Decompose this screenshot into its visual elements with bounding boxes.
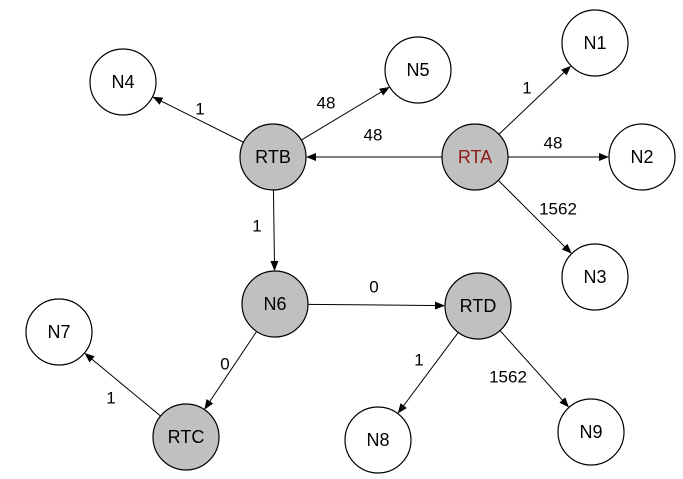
node-label-n2: N2	[630, 147, 653, 167]
node-label-n9: N9	[579, 422, 602, 442]
edge-rtd-n9: 1562	[489, 330, 569, 408]
edge-n6-rtc: 0	[204, 331, 258, 410]
node-label-n7: N7	[47, 322, 70, 342]
edge-line-rtb-n5	[301, 86, 390, 141]
node-label-n5: N5	[406, 60, 429, 80]
edge-line-rtb-n6	[270, 189, 279, 272]
edge-line-rta-n1	[498, 65, 572, 135]
edge-label-rta-n3: 1562	[539, 200, 577, 219]
node-rtb: RTB	[239, 123, 307, 191]
edge-line-n6-rtd	[307, 301, 446, 310]
edge-line-rtd-n9	[499, 330, 569, 408]
node-label-n8: N8	[366, 430, 389, 450]
edge-rta-n3: 1562	[497, 179, 577, 254]
node-circle-n8	[344, 406, 412, 474]
node-label-n4: N4	[111, 72, 134, 92]
node-label-rta: RTA	[458, 147, 492, 167]
node-label-n3: N3	[583, 267, 606, 287]
node-circle-rtd	[444, 272, 512, 340]
node-rta: RTA	[441, 123, 509, 191]
node-n5: N5	[384, 36, 452, 104]
node-label-rtc: RTC	[168, 427, 205, 447]
edge-label-rtb-n5: 48	[317, 94, 336, 113]
node-circle-n3	[561, 243, 629, 311]
node-n9: N9	[557, 398, 625, 466]
edge-label-rta-n1: 1	[522, 79, 531, 98]
node-n1: N1	[561, 9, 629, 77]
edge-label-n6-rtc: 0	[220, 355, 229, 374]
node-circle-n5	[384, 36, 452, 104]
edge-rta-rtb: 48	[306, 126, 442, 161]
node-label-n1: N1	[583, 33, 606, 53]
node-circle-n4	[89, 48, 157, 116]
node-n7: N7	[25, 298, 93, 366]
node-n8: N8	[344, 406, 412, 474]
edge-label-rtb-n6: 1	[252, 217, 261, 236]
node-rtc: RTC	[152, 403, 220, 471]
edge-rtd-n8: 1	[397, 332, 459, 414]
node-circle-n2	[608, 123, 676, 191]
node-n2: N2	[608, 123, 676, 191]
node-circle-n7	[25, 298, 93, 366]
edge-rta-n1: 1	[498, 65, 572, 135]
node-n6: N6	[241, 270, 309, 338]
edge-line-n6-rtc	[204, 331, 258, 410]
edge-line-rta-n3	[497, 179, 572, 254]
node-circle-n9	[557, 398, 625, 466]
edge-n6-rtd: 0	[307, 278, 446, 310]
node-label-rtb: RTB	[255, 147, 291, 167]
edge-label-rtd-n9: 1562	[489, 368, 527, 387]
edge-label-n6-rtd: 0	[369, 278, 378, 297]
edge-rtb-n5: 48	[301, 86, 390, 141]
edge-line-rtc-n7	[84, 353, 161, 417]
edges-layer: 1 48 1562 48 1 48 1 0 0 1 1 1562	[84, 65, 609, 417]
edge-rtc-n7: 1	[84, 353, 161, 417]
edge-label-rtb-n4: 1	[195, 100, 204, 119]
node-circle-n1	[561, 9, 629, 77]
node-circle-rtc	[152, 403, 220, 471]
edge-label-rta-rtb: 48	[364, 126, 383, 145]
node-rtd: RTD	[444, 272, 512, 340]
node-label-rtd: RTD	[460, 296, 497, 316]
node-circle-n6	[241, 270, 309, 338]
node-circle-rta	[441, 123, 509, 191]
edge-line-rtb-n4	[152, 96, 244, 143]
node-circle-rtb	[239, 123, 307, 191]
edge-label-rta-n2: 48	[544, 134, 563, 153]
edge-label-rtc-n7: 1	[106, 389, 115, 408]
edge-rtb-n6: 1	[252, 189, 279, 272]
edge-line-rtd-n8	[397, 332, 459, 414]
node-n3: N3	[561, 243, 629, 311]
node-n4: N4	[89, 48, 157, 116]
node-label-n6: N6	[263, 294, 286, 314]
edge-rtb-n4: 1	[152, 96, 244, 143]
edge-label-rtd-n8: 1	[414, 351, 423, 370]
edge-rta-n2: 48	[508, 134, 609, 161]
